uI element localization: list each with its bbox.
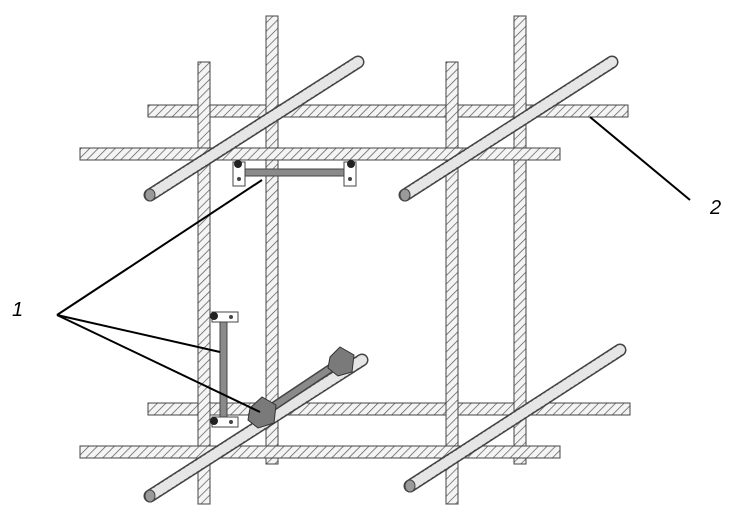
leader-line-1c xyxy=(56,314,261,413)
vertical-bar-1 xyxy=(197,61,211,505)
vertical-bar-2 xyxy=(265,15,279,465)
vertical-bar-3 xyxy=(445,61,459,505)
horizontal-bars-front xyxy=(79,147,561,459)
diagonal-bars xyxy=(143,55,627,503)
horizontal-bar-upper-back xyxy=(147,104,629,118)
spacer-connector-horizontal xyxy=(232,160,357,187)
leader-line-2 xyxy=(589,116,691,201)
callout-label-1: 1 xyxy=(12,299,24,321)
diagonal-bar-bottom-left xyxy=(143,353,369,503)
callout-label-2: 2 xyxy=(710,197,722,219)
clamp-lower xyxy=(247,396,277,429)
spacer-connector-diagonal xyxy=(247,346,355,429)
clip-bottom xyxy=(210,416,239,428)
vertical-bar-4 xyxy=(513,15,527,465)
leader-line-1b xyxy=(56,314,221,353)
horizontal-bar-lower-front xyxy=(79,445,561,459)
clip-top xyxy=(210,311,239,323)
horizontal-bar-upper-front xyxy=(79,147,561,161)
leader-lines xyxy=(56,116,691,413)
clip-left xyxy=(232,160,246,187)
clip-right xyxy=(343,160,357,187)
leader-line-1a xyxy=(56,179,263,316)
diagonal-bar-top-right xyxy=(398,55,619,202)
clamp-upper xyxy=(327,346,355,377)
spacer-connector-vertical xyxy=(210,311,239,428)
diagonal-bar-bottom-right xyxy=(403,343,627,493)
diagonal-bar-top-left xyxy=(143,55,365,202)
